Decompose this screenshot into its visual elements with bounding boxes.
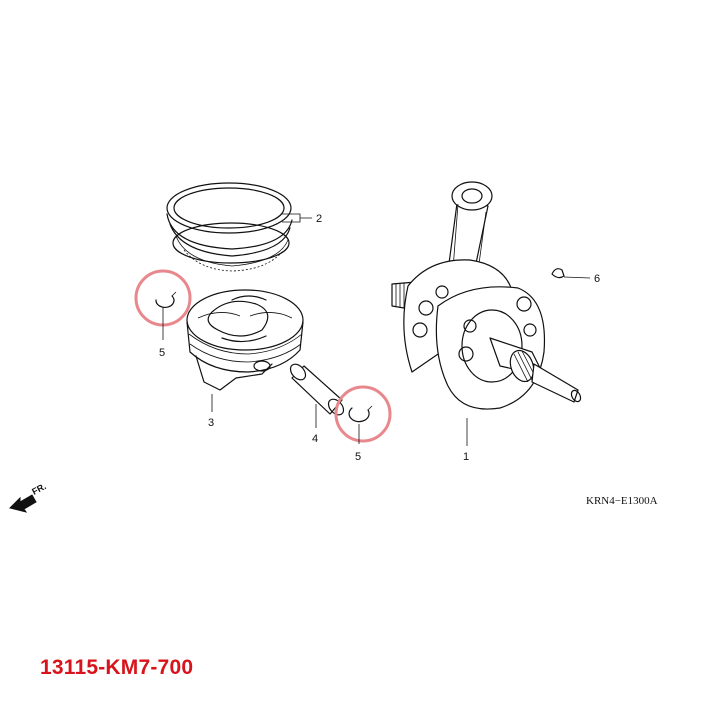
callout-4: 4 xyxy=(312,433,318,445)
piston-rings xyxy=(166,182,293,272)
piston-pin xyxy=(289,363,345,428)
callout-2-leader xyxy=(282,213,312,223)
callout-6: 6 xyxy=(594,273,600,285)
front-direction-arrow-icon xyxy=(9,494,37,513)
piston-pin-clip-left xyxy=(134,269,192,340)
part-number: 13115-KM7-700 xyxy=(40,656,194,679)
callout-3: 3 xyxy=(208,417,214,429)
callout-5-left: 5 xyxy=(159,347,165,359)
callout-1: 1 xyxy=(463,451,469,463)
callout-5-right: 5 xyxy=(355,451,361,463)
front-marker-label: FR. xyxy=(30,481,47,497)
piston xyxy=(186,289,304,412)
callout-2: 2 xyxy=(316,213,322,225)
piston-pin-clip-right xyxy=(334,385,392,444)
woodruff-key xyxy=(551,268,591,279)
crankshaft xyxy=(391,181,582,446)
diagram-id: KRN4−E1300A xyxy=(586,495,658,507)
